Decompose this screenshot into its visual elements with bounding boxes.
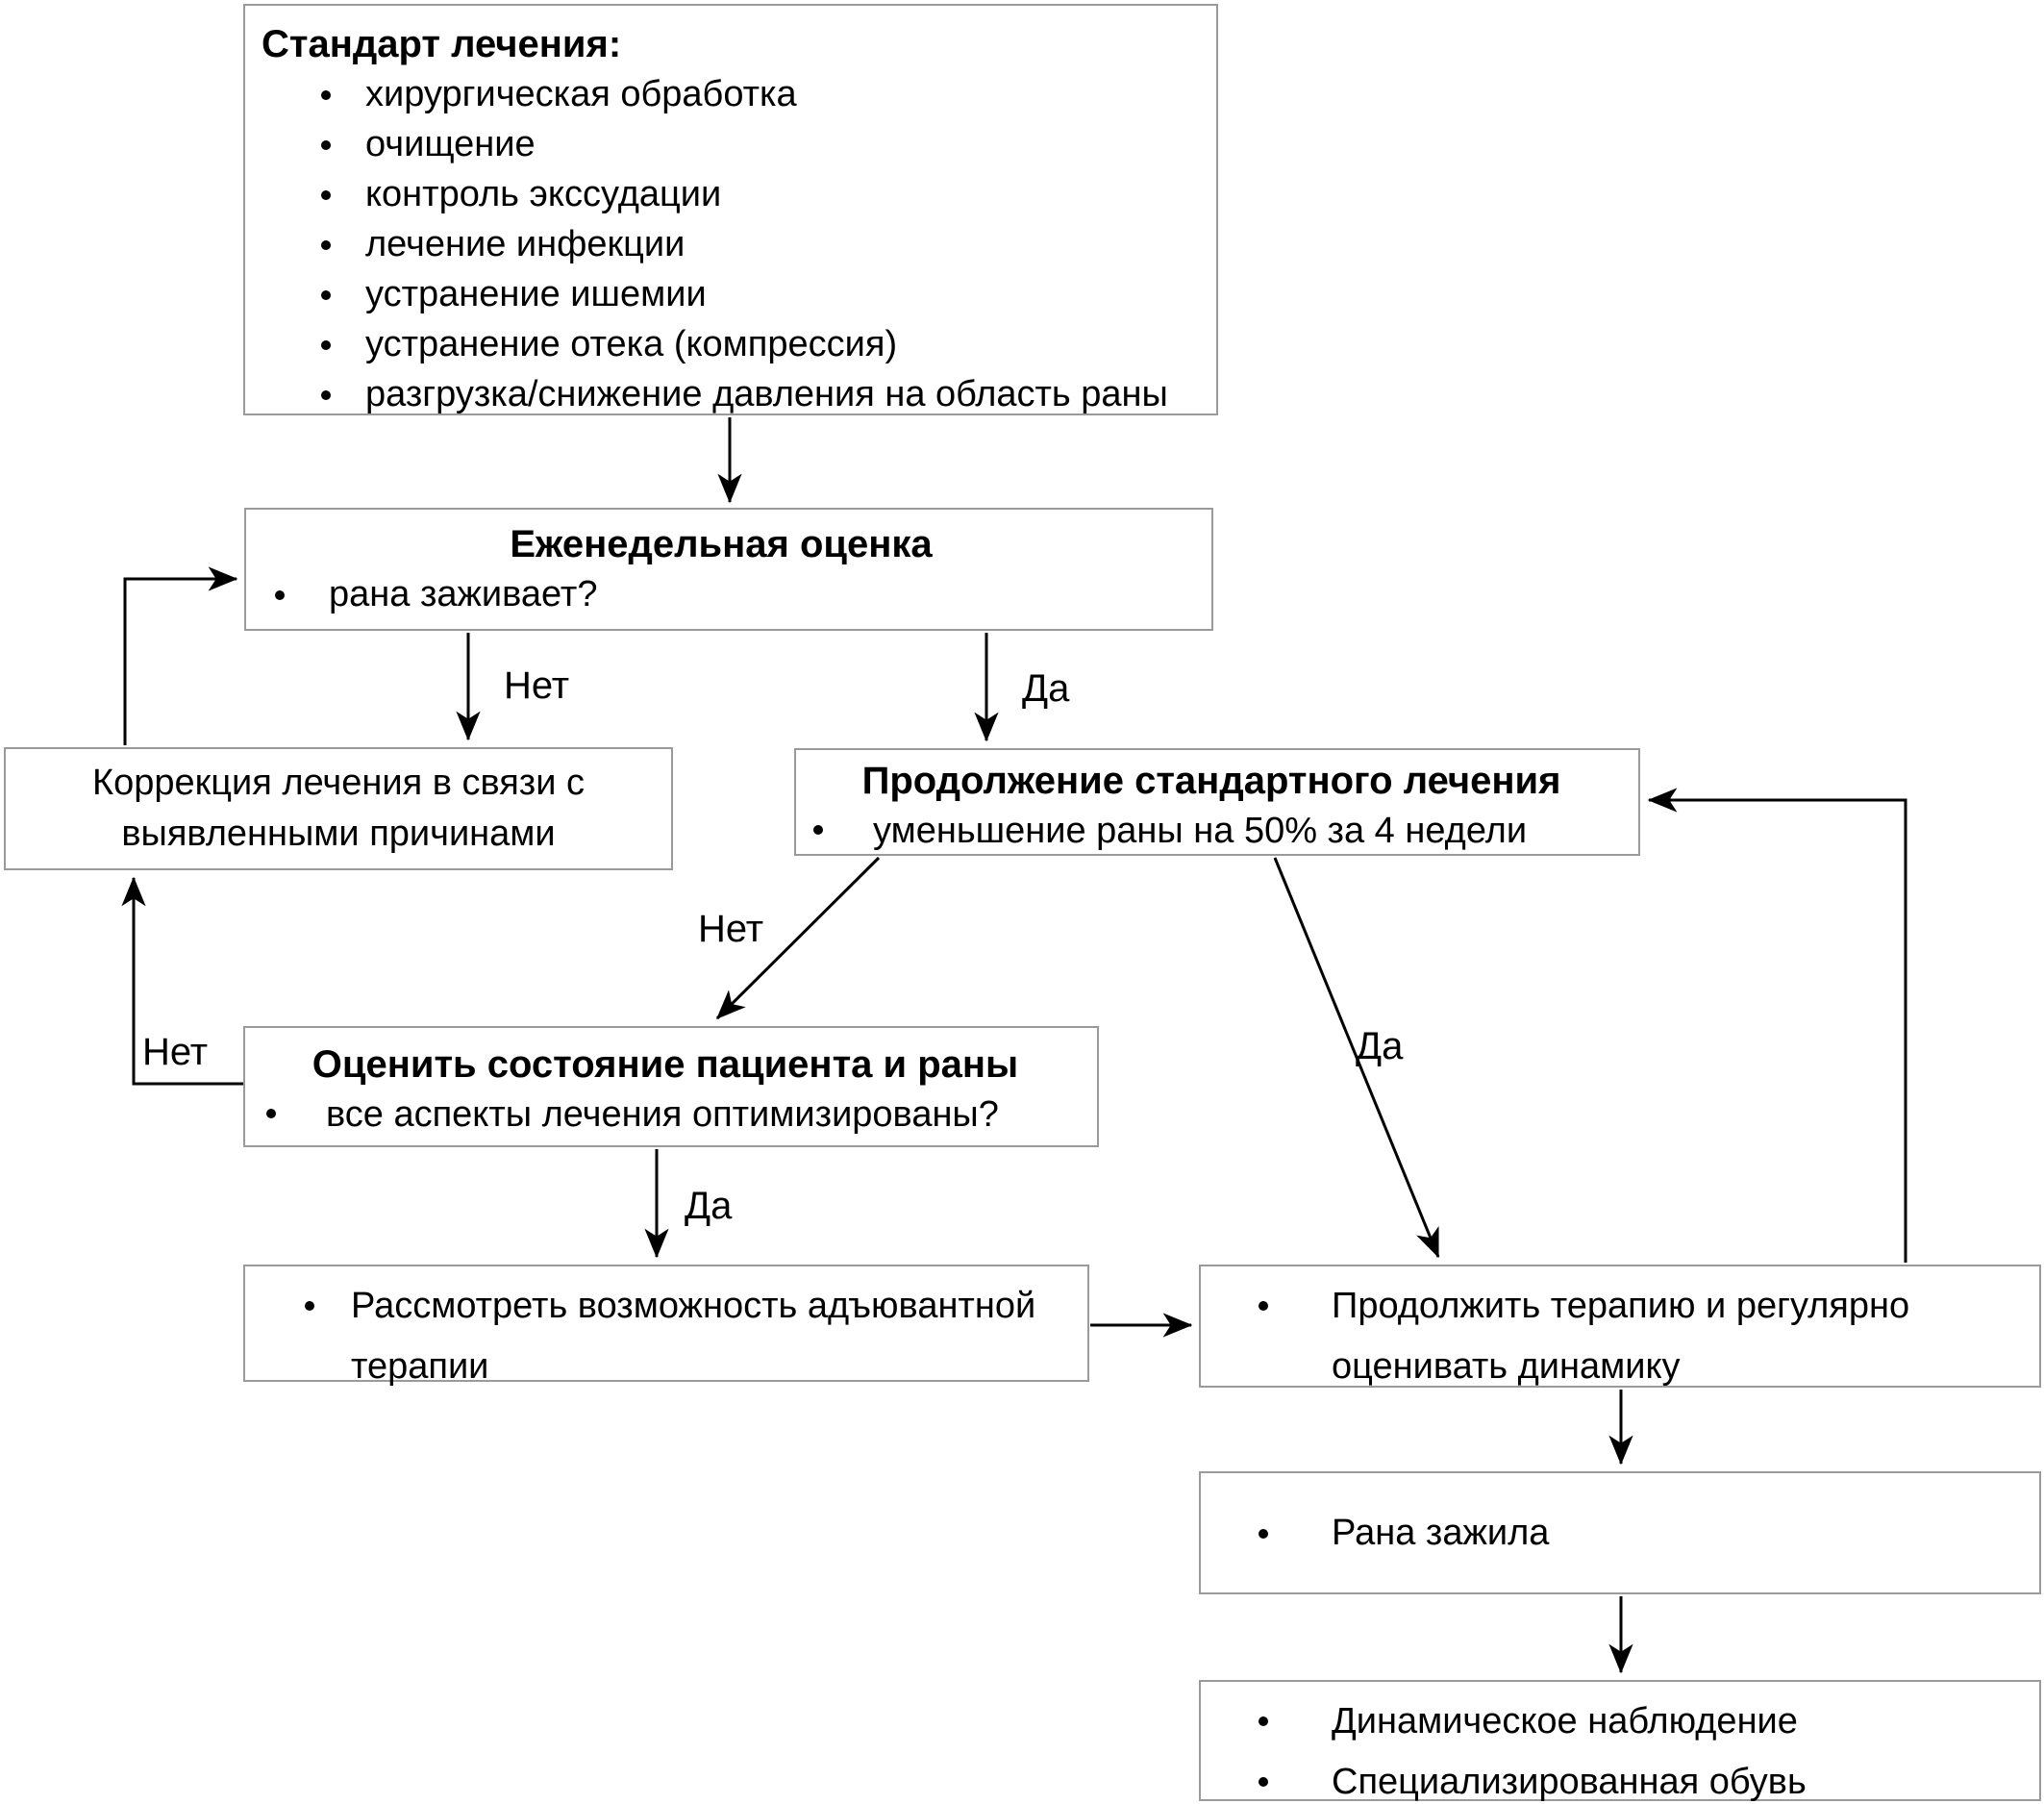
- list-item: устранение отека (компрессия): [262, 319, 1197, 369]
- edge-label-weekly-no: Нет: [504, 664, 570, 707]
- list-item-text: устранение ишемии: [365, 274, 707, 315]
- edge-label-assess-no: Нет: [142, 1031, 209, 1073]
- list-item-text: хирургическая обработка: [365, 74, 797, 114]
- list-item: разгрузка/снижение давления на область р…: [262, 369, 1197, 419]
- list-item-text: Рана зажила: [1332, 1512, 1550, 1553]
- list-item: уменьшение раны на 50% за 4 недели: [796, 806, 1627, 856]
- arrow-continue-standard-yes-to-continue-therapy: [1273, 857, 1440, 1259]
- bullet-icon: [321, 190, 331, 201]
- edge-label-weekly-yes: Да: [1022, 667, 1070, 710]
- bullet-icon: [321, 90, 331, 100]
- arrow-continue-therapy-feedback-to-continue-standard: [1647, 788, 1907, 1263]
- box-continue-therapy: Продолжить терапию и регулярно оценивать…: [1199, 1265, 2041, 1388]
- bullet-icon: [813, 825, 823, 835]
- arrow-correction-feedback-to-weekly: [123, 566, 238, 745]
- list-item-text: очищение: [365, 124, 536, 165]
- box-wound-healed: Рана зажила: [1199, 1471, 2041, 1594]
- list-item: лечение инфекции: [262, 219, 1197, 269]
- list-item: Динамическое наблюдение: [1201, 1691, 2024, 1752]
- bullet-icon: [305, 1301, 314, 1311]
- list-item-text: уменьшение раны на 50% за 4 недели: [873, 811, 1528, 851]
- bullet-icon: [321, 240, 331, 251]
- edge-label-assess-yes: Да: [685, 1185, 733, 1227]
- arrow-assess-no-to-correction: [121, 876, 243, 1086]
- edge-label-continue-no: Нет: [698, 908, 764, 950]
- list-item-text: Продолжить терапию и регулярно оценивать…: [1332, 1286, 1910, 1388]
- bullet-icon: [321, 140, 331, 151]
- list-item: очищение: [262, 119, 1197, 169]
- bullet-icon: [321, 390, 331, 401]
- arrow-continue-standard-no-to-assess: [715, 856, 881, 1020]
- box-standard-of-care: Стандарт лечения: хирургическая обработк…: [243, 4, 1218, 415]
- weekly-title: Еженедельная оценка: [510, 523, 933, 565]
- list-item-text: разгрузка/снижение давления на область р…: [365, 374, 1168, 415]
- list-item: хирургическая обработка: [262, 69, 1197, 119]
- bullet-icon: [1259, 1777, 1268, 1788]
- list-item-text: все аспекты лечения оптимизированы?: [326, 1094, 999, 1135]
- bullet-icon: [321, 290, 331, 301]
- list-item-text: устранение отека (компрессия): [365, 324, 898, 365]
- list-item-text: контроль экссудации: [365, 174, 722, 215]
- list-item-text: Специализированная обувь: [1332, 1762, 1807, 1803]
- list-item: Рассмотреть возможность адъювантной тера…: [245, 1276, 1072, 1397]
- correction-text: Коррекция лечения в связи с выявленными …: [91, 762, 586, 854]
- list-item-text: Динамическое наблюдение: [1332, 1701, 1798, 1741]
- standard-title: Стандарт лечения:: [262, 23, 622, 65]
- bullet-icon: [266, 1109, 276, 1118]
- box-continue-standard-treatment: Продолжение стандартного лечения уменьше…: [794, 748, 1640, 856]
- box-treatment-correction: Коррекция лечения в связи с выявленными …: [4, 747, 673, 870]
- bullet-icon: [321, 340, 331, 351]
- list-item: Специализированная обувь: [1201, 1752, 2024, 1804]
- box-adjuvant-therapy: Рассмотреть возможность адъювантной тера…: [243, 1265, 1089, 1387]
- list-item: Рана зажила: [1201, 1508, 2024, 1558]
- continue-standard-title: Продолжение стандартного лечения: [861, 760, 1561, 802]
- list-item-text: лечение инфекции: [365, 224, 685, 265]
- list-item: контроль экссудации: [262, 169, 1197, 219]
- list-item: все аспекты лечения оптимизированы?: [245, 1090, 1085, 1140]
- list-item-text: Рассмотреть возможность адъювантной тера…: [351, 1286, 1036, 1388]
- bullet-icon: [1259, 1528, 1268, 1539]
- box-assess-patient-wound: Оценить состояние пациента и раны все ас…: [243, 1026, 1099, 1147]
- list-item: устранение ишемии: [262, 269, 1197, 319]
- list-item: рана заживает?: [246, 569, 1196, 619]
- list-item-text: рана заживает?: [329, 574, 598, 614]
- bullet-icon: [1259, 1301, 1268, 1311]
- list-item: Продолжить терапию и регулярно оценивать…: [1201, 1276, 2024, 1397]
- bullet-icon: [275, 590, 285, 600]
- edge-label-continue-yes: Да: [1356, 1025, 1404, 1067]
- box-weekly-assessment: Еженедельная оценка рана заживает?: [244, 508, 1213, 631]
- bullet-icon: [1259, 1716, 1268, 1726]
- box-followup: Динамическое наблюдение Специализированн…: [1199, 1680, 2041, 1804]
- assess-title: Оценить состояние пациента и раны: [312, 1043, 1019, 1086]
